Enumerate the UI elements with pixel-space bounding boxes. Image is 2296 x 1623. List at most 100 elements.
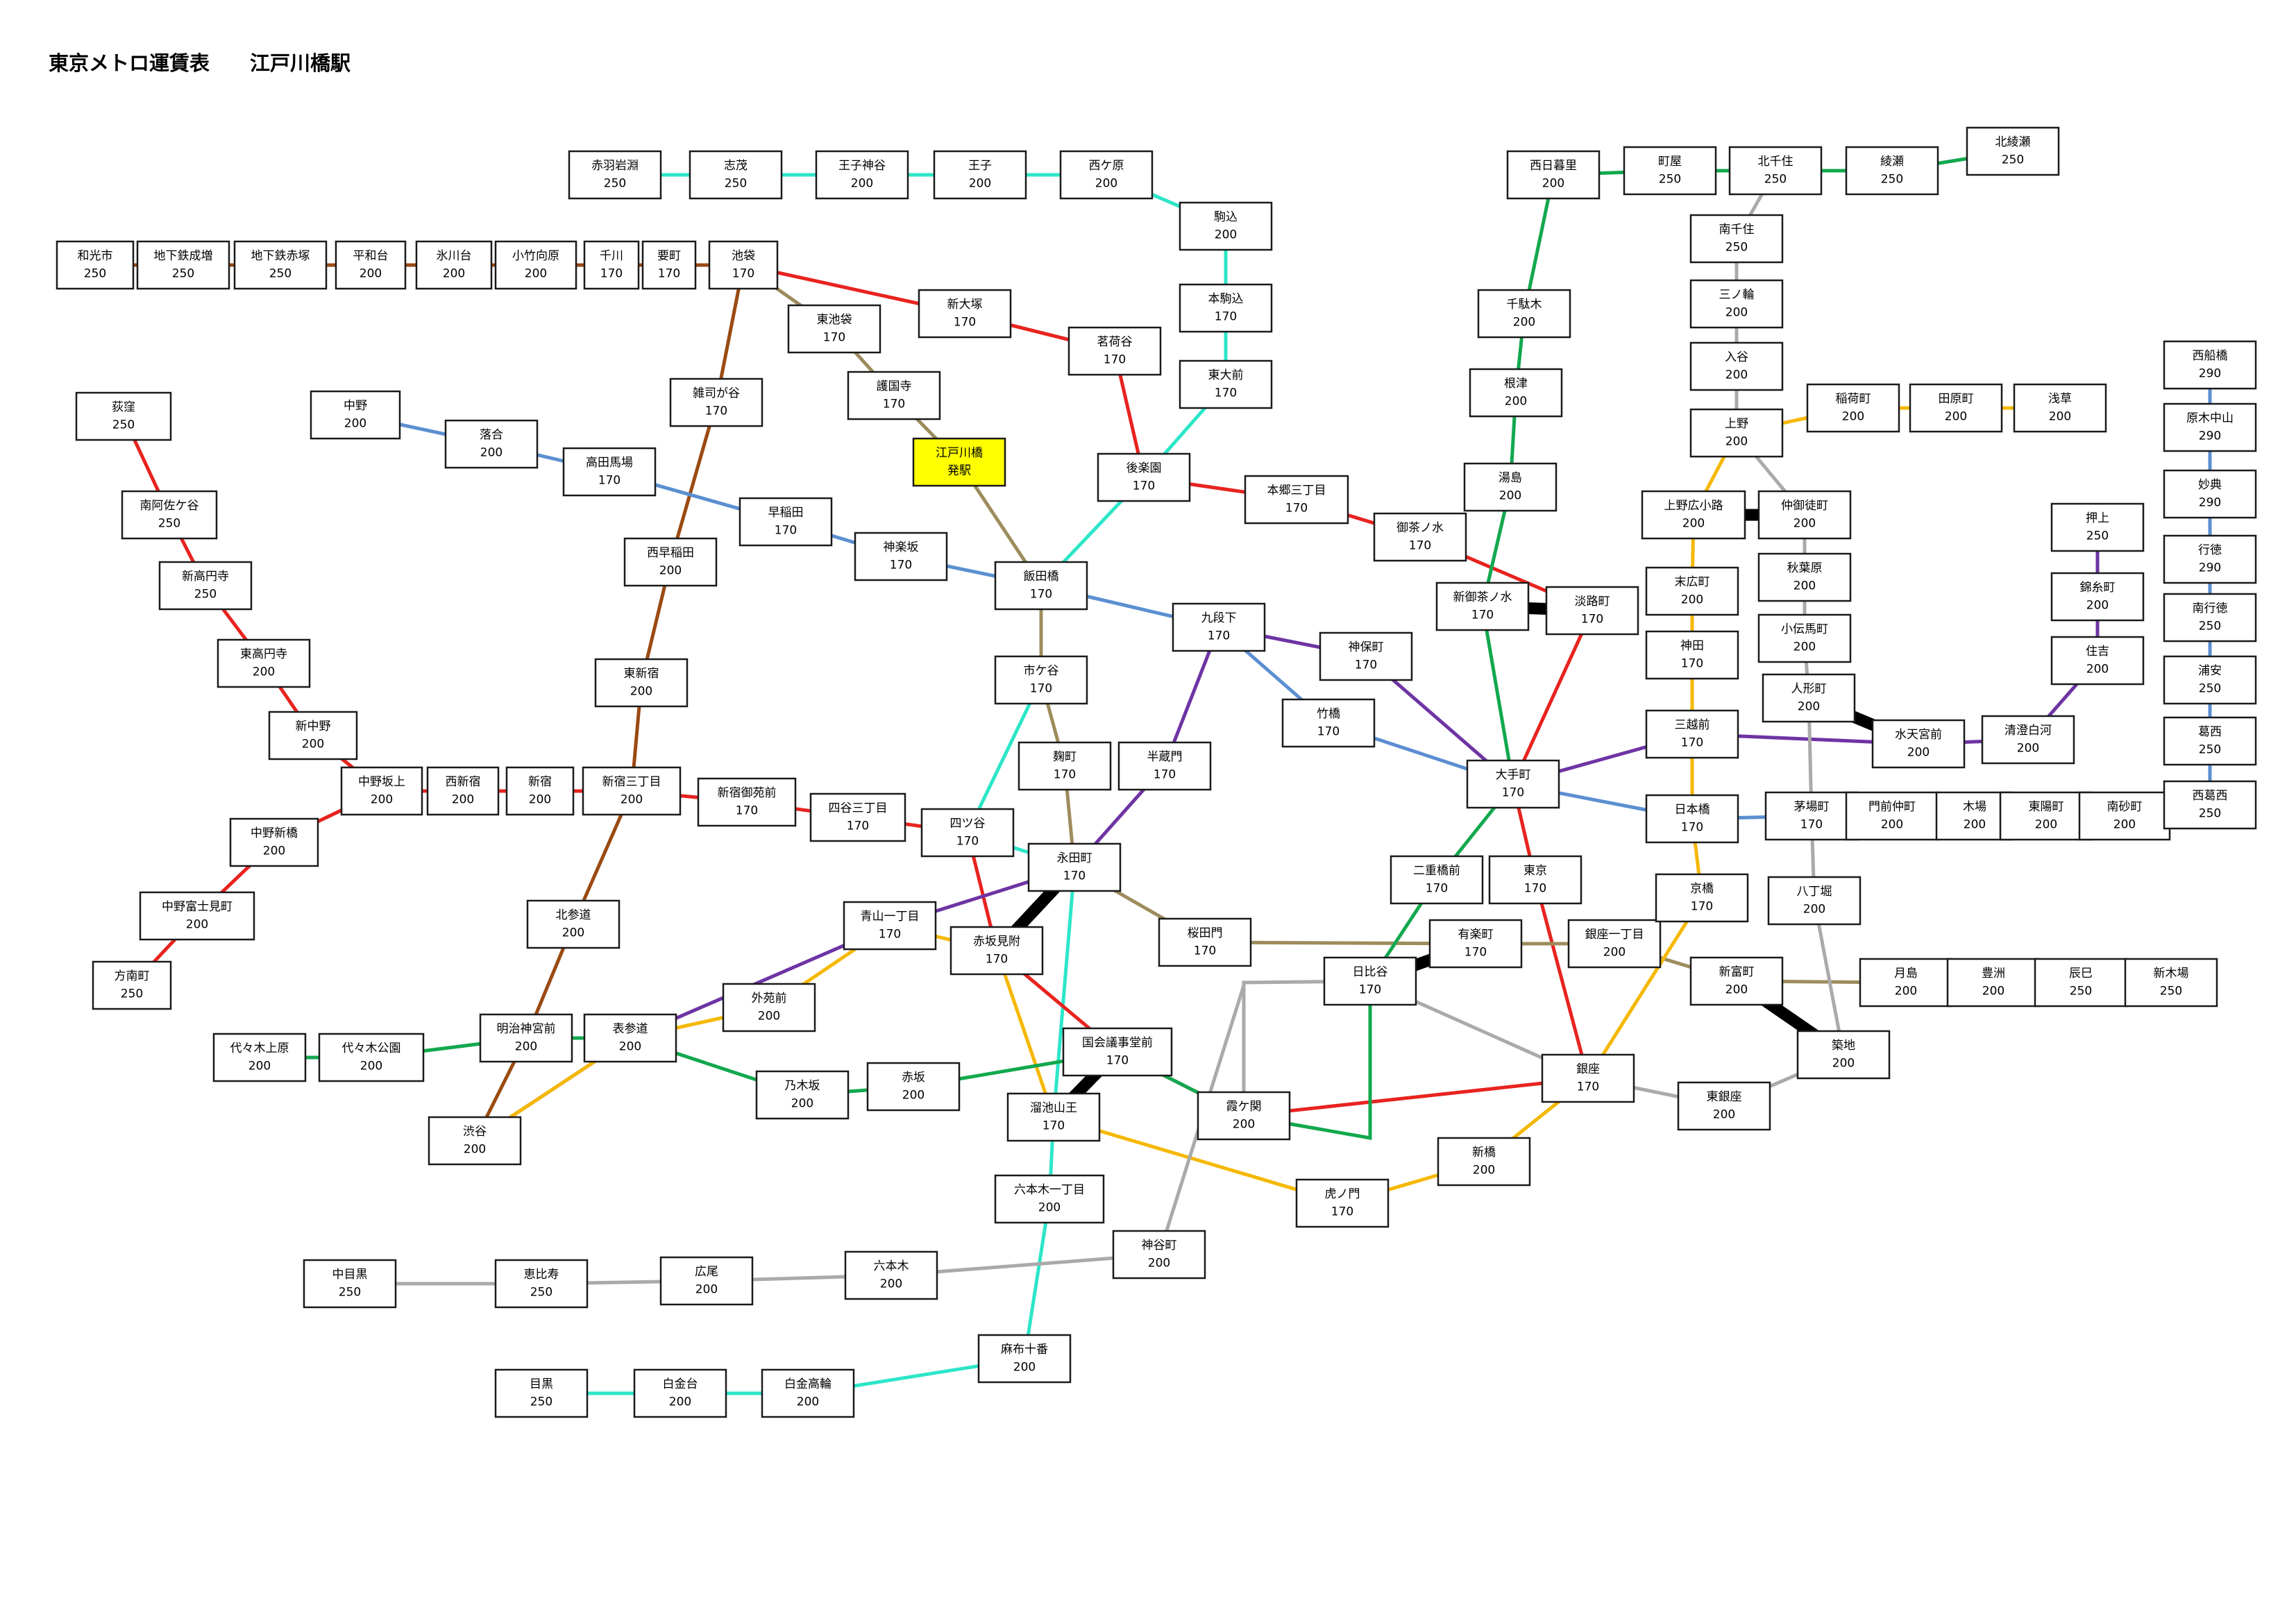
station-name: 和光市 (78, 249, 113, 263)
station-box (2050, 502, 2145, 552)
station-fare: 170 (1800, 818, 1823, 832)
station-box (708, 240, 779, 290)
station-name: 八丁堀 (1797, 885, 1832, 899)
station-fare: 170 (600, 267, 623, 281)
station-box (505, 766, 575, 816)
station-name: 地下鉄赤塚 (251, 249, 310, 263)
station-fare: 170 (1524, 882, 1546, 896)
station-box (1623, 146, 1717, 196)
station-name: 仲御徒町 (1781, 499, 1828, 513)
station-box (1567, 919, 1662, 969)
station-name: 本駒込 (1208, 292, 1244, 306)
station-fare: 200 (1725, 368, 1748, 382)
station-fare: 200 (1542, 177, 1564, 191)
station-box (1390, 855, 1484, 905)
station-fare: 200 (619, 1040, 641, 1054)
station-fare: 170 (956, 835, 979, 849)
station-box (2163, 593, 2257, 643)
station-box (1806, 383, 1900, 433)
station-box (2050, 636, 2145, 686)
station-fare: 170 (1208, 629, 1230, 643)
station-name: 氷川台 (437, 249, 472, 263)
station-box (1728, 146, 1823, 196)
station-name: 東大前 (1208, 368, 1244, 382)
station-name: 原木中山 (2186, 411, 2234, 425)
station-name: 新御茶ノ水 (1453, 590, 1512, 604)
station-fare: 200 (1513, 316, 1535, 330)
station-name: 人形町 (1791, 682, 1827, 696)
station-box (136, 240, 230, 290)
station-tawaramachi: 田原町 200 (1909, 383, 2003, 433)
station-box (761, 1368, 855, 1418)
station-name: 北綾瀬 (1995, 135, 2031, 149)
station-fare: 170 (1317, 725, 1340, 739)
station-box (1645, 566, 1739, 616)
station-fare: 250 (269, 267, 292, 281)
station-name: 新富町 (1719, 965, 1755, 979)
station-box (2163, 469, 2257, 519)
station-name: 田原町 (1939, 392, 1974, 406)
station-fare: 200 (1215, 228, 1237, 242)
station-fare: 170 (879, 928, 901, 942)
station-box (1469, 368, 1563, 418)
namboku-line-segment-ichigaya-yotsuya (965, 679, 1043, 834)
station-box (268, 711, 358, 760)
station-name: 千駄木 (1507, 298, 1542, 312)
station-fare: 200 (1945, 410, 1967, 424)
station-fare: 200 (1793, 640, 1816, 654)
station-box (1677, 1081, 1771, 1131)
marunouchi-line-segment-ginza-kasumigaseki (1243, 1076, 1589, 1118)
station-fare: 170 (1502, 786, 1524, 800)
station-box (1018, 741, 1112, 791)
station-name: 虎ノ門 (1325, 1187, 1360, 1201)
station-name: 浅草 (2048, 392, 2072, 406)
station-fare: 170 (847, 819, 869, 833)
station-box (854, 532, 948, 581)
station-name: 銀座 (1576, 1062, 1600, 1076)
ginza-line-segment-akasakamitsuke-tameikesanno (995, 950, 1056, 1118)
station-fare: 200 (1505, 395, 1527, 409)
station-fare: 250 (172, 267, 194, 281)
station-box (428, 1116, 522, 1166)
station-box (1435, 581, 1530, 631)
station-name: 中野 (344, 399, 367, 413)
station-name: 志茂 (724, 159, 748, 173)
station-box (1689, 408, 1784, 458)
station-box (1757, 613, 1852, 663)
station-box (994, 561, 1088, 611)
station-name: 西早稲田 (647, 546, 694, 560)
station-fare: 200 (371, 793, 393, 807)
station-fare: 170 (1681, 821, 1703, 835)
